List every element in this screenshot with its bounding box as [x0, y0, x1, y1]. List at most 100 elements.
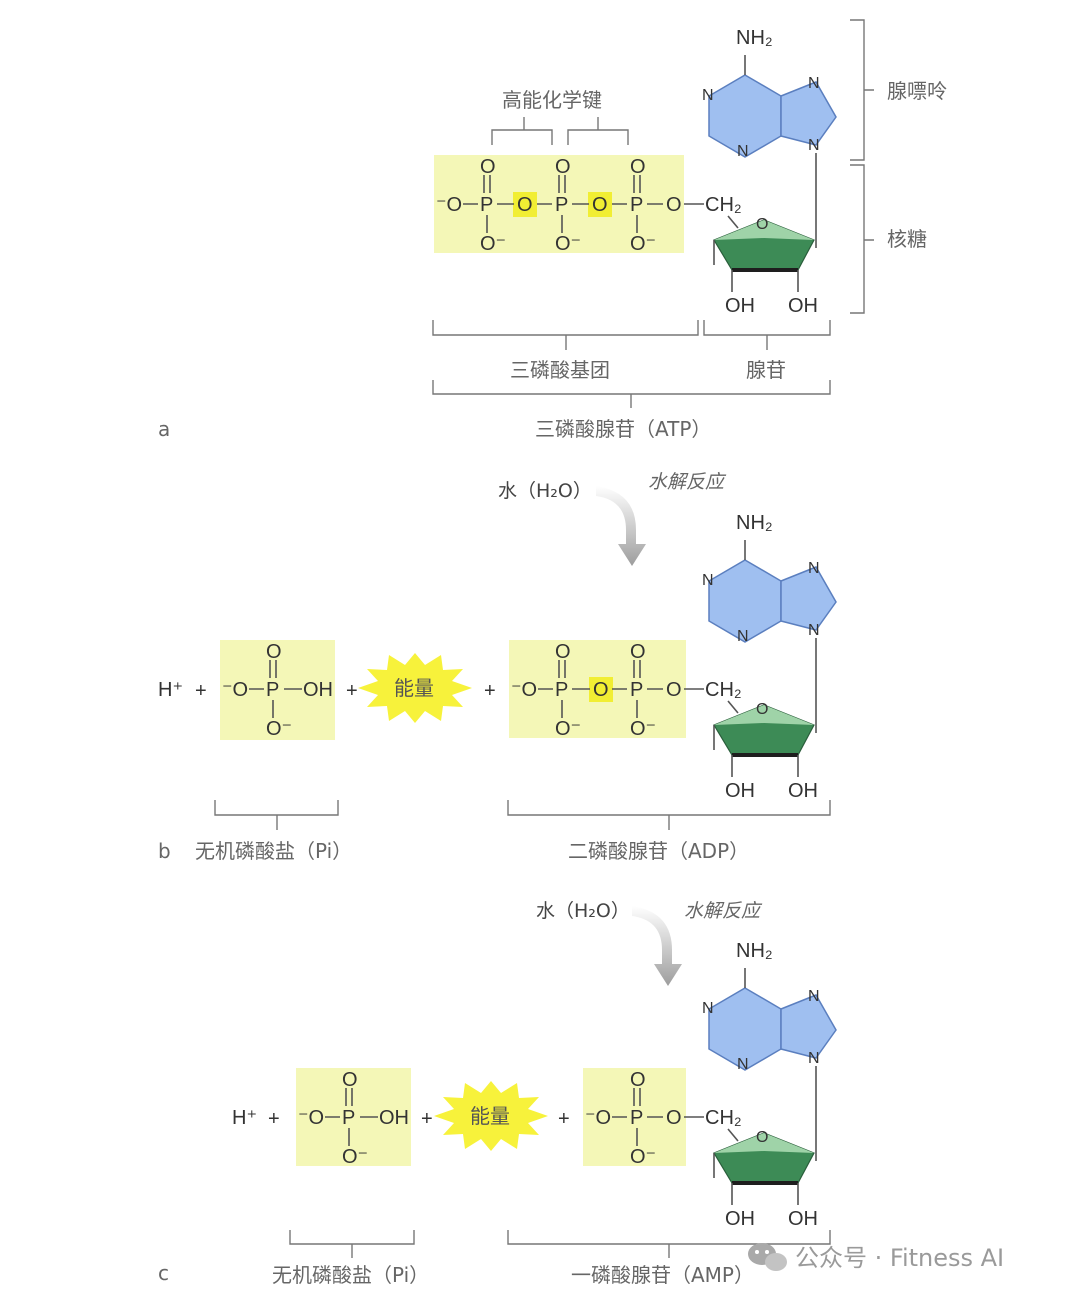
water-label-1: 水（H₂O）	[498, 480, 592, 502]
water-label-2: 水（H₂O）	[536, 900, 630, 922]
triphosphate-label: 三磷酸基团	[510, 358, 610, 382]
adp-label: 二磷酸腺苷（ADP）	[568, 839, 749, 863]
atom-n-3: N	[737, 143, 749, 160]
atom-adp-p-1: P	[555, 679, 568, 701]
atom-o-top-2: O	[555, 156, 571, 178]
watermark: 公众号 · Fitness AI	[748, 1243, 1004, 1272]
watermark-text: 公众号 · Fitness AI	[795, 1244, 1004, 1272]
bridge-oxygen-1	[513, 192, 537, 217]
ribose-b-substituent-bonds	[713, 725, 799, 777]
ribose-c: O OH OH	[713, 1129, 818, 1230]
phosphate-double-bonds	[483, 175, 641, 193]
atom-p-2: P	[555, 194, 568, 216]
adenosine-label: 腺苷	[746, 358, 786, 382]
atp-label: 三磷酸腺苷（ATP）	[535, 417, 711, 441]
bridge-oxygen-2	[588, 192, 612, 217]
atom-adp-ch2: CH₂	[705, 679, 742, 701]
ribose-label: 核糖	[887, 227, 927, 251]
atom-b-oh-2prime: OH	[725, 780, 755, 802]
adenine-bracket	[850, 19, 874, 161]
atom-o-minus-3: O⁻	[630, 233, 656, 255]
hydrolysis-label-1: 水解反应	[648, 471, 727, 493]
atom-b-n-7: N	[808, 560, 820, 577]
amp-bonds	[612, 1088, 704, 1146]
atom-o-minus-left: ⁻O	[436, 194, 462, 216]
monophosphate-box	[583, 1068, 686, 1166]
atom-pi-b-p: P	[266, 679, 279, 701]
atom-ribose-o: O	[756, 216, 768, 233]
atom-b-n-3: N	[737, 628, 749, 645]
atom-c-n-9: N	[808, 1050, 820, 1067]
atom-amp-o-minus-left: ⁻O	[585, 1107, 611, 1129]
atom-n-1: N	[702, 87, 714, 104]
wechat-icon	[748, 1243, 787, 1271]
hydrolysis-arrow-shape-1	[596, 486, 646, 566]
atom-p-3: P	[630, 194, 643, 216]
adenine-c-ring-5	[780, 994, 837, 1059]
ribose: O OH OH	[713, 216, 818, 317]
plus-b-1: +	[195, 680, 207, 702]
adenine: NH₂ N N N N	[702, 27, 837, 248]
atom-pi-b-oh: OH	[303, 679, 333, 701]
atom-adp-o-minus-2: O⁻	[630, 718, 656, 740]
panel-c-letter: c	[158, 1261, 169, 1285]
atom-adp-o-ester: O	[666, 679, 682, 701]
atom-o-minus-1: O⁻	[480, 233, 506, 255]
plus-c-2: +	[421, 1108, 433, 1130]
atom-o-top-3: O	[630, 156, 646, 178]
hydrolysis-arrow-shape-2	[632, 906, 682, 986]
pi-bracket-c	[289, 1230, 415, 1258]
atom-amp-o-ester: O	[666, 1107, 682, 1129]
atom-adp-o-minus-1: O⁻	[555, 718, 581, 740]
hydrolysis-label-2: 水解反应	[684, 900, 763, 922]
atom-o-bridge-1: O	[517, 194, 533, 216]
atom-c-n-1: N	[702, 1000, 714, 1017]
atom-adp-o-bridge: O	[593, 679, 609, 701]
atom-n-7: N	[808, 75, 820, 92]
panel-a: a 高能化学键 ⁻O O P O⁻ O O P O⁻ O O P O⁻ O CH…	[158, 19, 947, 441]
amp-bracket	[507, 1230, 831, 1258]
atom-o-bridge-2: O	[592, 194, 608, 216]
atom-b-oh-3prime: OH	[788, 780, 818, 802]
atom-c-n-3: N	[737, 1056, 749, 1073]
atom-ch2: CH₂	[705, 194, 742, 216]
pi-b-bonds	[249, 660, 302, 718]
atp-bracket	[432, 380, 831, 408]
atom-c-oh-3prime: OH	[788, 1208, 818, 1230]
atom-pi-c-oh: OH	[379, 1107, 409, 1129]
ch2-ribose-bond	[727, 215, 739, 229]
pi-c-bonds	[325, 1088, 378, 1146]
pi-bracket-b	[214, 800, 339, 830]
adenine-b-ring-5	[780, 566, 837, 631]
adenine-label: 腺嘌呤	[887, 79, 947, 103]
atom-pi-c-o-minus: O⁻	[342, 1146, 368, 1168]
pi-box-b	[220, 640, 335, 740]
amp-ch2-ribose-bond	[727, 1128, 739, 1142]
pi-label-b: 无机磷酸盐（Pi）	[195, 839, 352, 863]
plus-c-3: +	[558, 1108, 570, 1130]
plus-b-3: +	[484, 680, 496, 702]
atom-amp-o-top: O	[630, 1069, 646, 1091]
atom-amp-o-minus: O⁻	[630, 1146, 656, 1168]
plus-b-2: +	[346, 680, 358, 702]
adenine-ring-5	[780, 81, 837, 146]
h-plus-b: H⁺	[158, 679, 183, 701]
atom-amp-ch2: CH₂	[705, 1107, 742, 1129]
atom-adp-o-top-1: O	[555, 641, 571, 663]
hydrolysis-arrow-2: 水（H₂O） 水解反应	[536, 900, 763, 986]
ribose-ring-top	[714, 220, 814, 240]
adp-ch2-ribose-bond	[727, 700, 739, 714]
panel-c: c H⁺ + ⁻O O P O⁻ OH + 能量 + ⁻O O P O⁻ O C…	[158, 940, 837, 1287]
ribose-c-substituent-bonds	[713, 1153, 799, 1205]
atom-pi-b-o-minus: O⁻	[266, 718, 292, 740]
atom-oh-2prime: OH	[725, 295, 755, 317]
adenosine-bracket	[703, 320, 831, 350]
panel-a-letter: a	[158, 417, 170, 441]
atom-adp-p-2: P	[630, 679, 643, 701]
atom-oh-3prime: OH	[788, 295, 818, 317]
atom-b-n-9: N	[808, 622, 820, 639]
atom-adp-o-minus-left: ⁻O	[511, 679, 537, 701]
plus-c-1: +	[268, 1108, 280, 1130]
h-plus-c: H⁺	[232, 1107, 257, 1129]
atom-c-nh2: NH₂	[736, 940, 773, 962]
